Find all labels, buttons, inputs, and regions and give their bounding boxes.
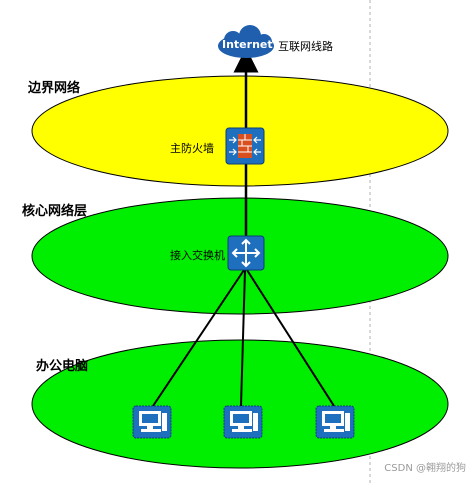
internet-line-label: 互联网线路: [278, 40, 333, 53]
internet-cloud-label: Internet: [222, 38, 273, 51]
firewall-label: 主防火墙: [170, 142, 214, 155]
zone-label-office-pcs: 办公电脑: [36, 359, 89, 374]
watermark: CSDN @翱翔的狗: [384, 463, 466, 474]
switch-label: 接入交换机: [170, 249, 225, 262]
zone-label-border-network: 边界网络: [28, 81, 81, 96]
link-switch-to-pc-2: [240, 269, 246, 407]
computer-icon[interactable]: [315, 405, 355, 439]
computer-icon[interactable]: [132, 405, 172, 439]
zone-office-pcs: [31, 339, 449, 469]
switch-icon[interactable]: [227, 235, 265, 271]
internet-cloud-icon: [218, 25, 274, 58]
link-switch-to-pc-3: [246, 269, 335, 407]
link-switch-to-pc-1: [152, 269, 245, 407]
computer-icon[interactable]: [223, 405, 263, 439]
firewall-icon[interactable]: [225, 127, 265, 165]
zone-label-core-network: 核心网络层: [22, 204, 88, 219]
